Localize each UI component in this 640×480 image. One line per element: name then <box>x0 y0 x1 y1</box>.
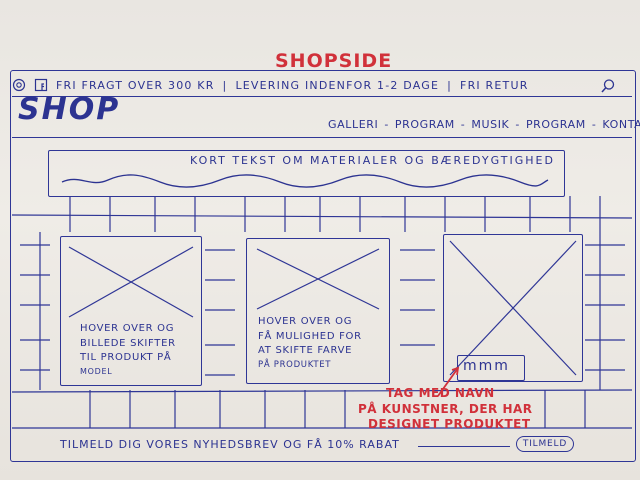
info-banner <box>48 150 565 197</box>
nav-item-kontakt[interactable]: KONTAKT <box>602 118 640 131</box>
nav-separator: - <box>591 118 597 131</box>
header-divider <box>12 137 632 138</box>
designer-annotation: TAG MED NAVN PÅ KUNSTNER, DER HAR DESIGN… <box>358 386 533 432</box>
product-image-placeholder-icon <box>449 240 577 376</box>
product-caption-1: HOVER OVER OG BILLEDE SKIFTER TIL PRODUK… <box>80 323 176 376</box>
banner-text: KORT TEKST OM MATERIALER OG BÆREDYGTIGHE… <box>190 154 555 167</box>
product-caption-2: HOVER OVER OG FÅ MULIGHED FOR AT SKIFTE … <box>258 316 362 370</box>
nav-separator: - <box>384 118 389 131</box>
browser-frame <box>10 70 636 462</box>
newsletter-email-input[interactable] <box>418 446 510 447</box>
topbar-divider: | <box>447 78 453 92</box>
nav-item-musik[interactable]: MUSIK <box>471 118 510 131</box>
annotation-arrow-icon <box>437 366 460 397</box>
product-image-placeholder-icon <box>68 246 194 318</box>
search-icon[interactable] <box>600 78 616 94</box>
shop-logo[interactable]: SHOP <box>18 92 121 127</box>
facebook-icon[interactable] <box>34 78 48 92</box>
topbar-message-delivery: LEVERING INDENFOR 1-2 DAGE <box>235 78 440 92</box>
instagram-icon[interactable] <box>12 78 26 92</box>
topbar-message-returns: FRI RETUR <box>460 78 529 92</box>
topbar-message-shipping: FRI FRAGT OVER 300 KR <box>56 78 215 92</box>
product-image-placeholder-icon <box>256 248 380 310</box>
nav-item-program[interactable]: PROGRAM <box>394 118 455 131</box>
nav-item-program-2[interactable]: PROGRAM <box>525 118 586 131</box>
artist-signature: mmm <box>463 358 510 374</box>
product-card-1[interactable] <box>60 236 202 386</box>
signup-button[interactable]: TILMELD <box>516 436 574 452</box>
top-info-bar: FRI FRAGT OVER 300 KR | LEVERING INDENFO… <box>12 74 632 97</box>
product-card-2[interactable] <box>246 238 390 384</box>
nav-separator: - <box>460 118 466 131</box>
banner-placeholder-text-squiggle <box>61 174 549 188</box>
nav-separator: - <box>515 118 520 131</box>
newsletter-text: TILMELD DIG VORES NYHEDSBREV OG FÅ 10% R… <box>60 438 400 451</box>
topbar-divider: | <box>222 78 228 92</box>
page-title: SHOPSIDE <box>275 50 393 72</box>
main-nav: GALLERI - PROGRAM - MUSIK - PROGRAM - KO… <box>328 118 640 131</box>
product-card-3[interactable] <box>443 234 583 382</box>
nav-item-galleri[interactable]: GALLERI <box>328 118 379 131</box>
